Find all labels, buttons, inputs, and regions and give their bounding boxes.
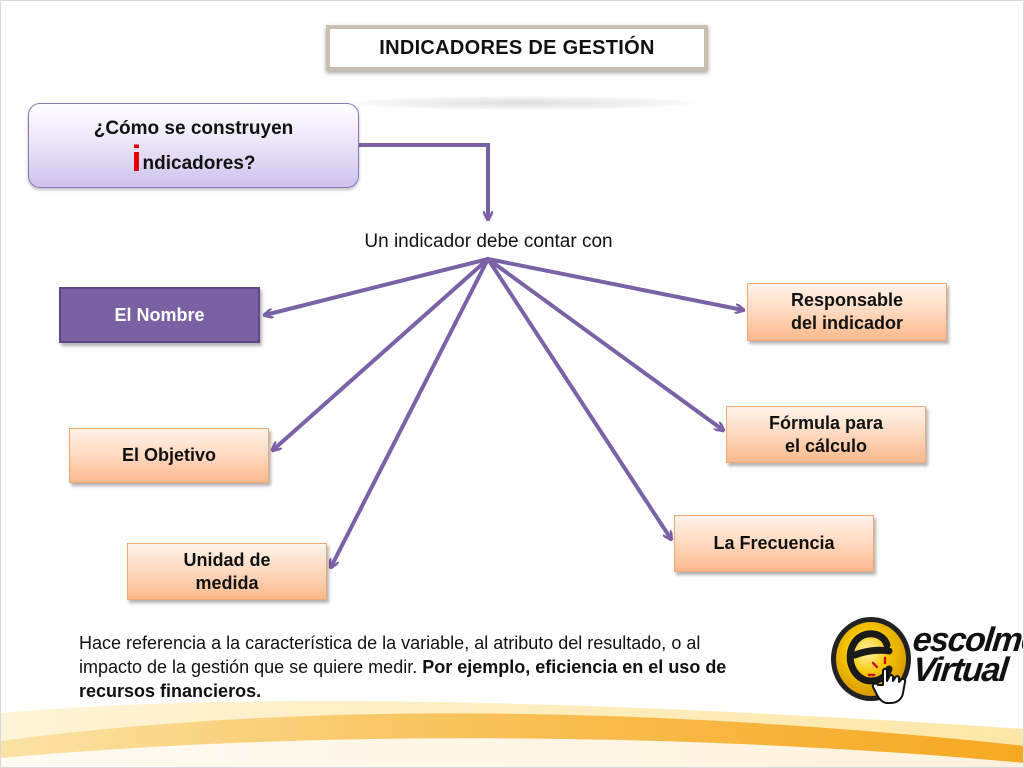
node-unidad-line1: Unidad de: [183, 549, 271, 570]
arrow-to-objetivo: [273, 257, 490, 450]
cursor-hand-icon: [871, 667, 907, 704]
node-responsable-label: Responsable del indicador: [791, 289, 903, 335]
node-responsable-line1: Responsable: [790, 290, 904, 310]
description: Hace referencia a la característica de l…: [79, 631, 739, 703]
title-box: INDICADORES DE GESTIÓN: [326, 25, 708, 71]
arrow-question-to-center: [357, 143, 488, 221]
node-nombre-label: El Nombre: [114, 304, 205, 325]
question-big-letter: i: [131, 138, 142, 179]
arrow-to-responsable: [486, 257, 743, 310]
question-line2: indicadores?: [29, 141, 358, 177]
node-formula-line2: el cálculo: [784, 435, 868, 456]
node-frecuencia: La Frecuencia: [674, 515, 874, 572]
title-shadow: [353, 96, 693, 110]
arrow-to-formula: [486, 257, 723, 430]
node-unidad-line2: medida: [195, 572, 259, 593]
description-bold: Por ejemplo, eficiencia en el uso de rec…: [79, 657, 727, 701]
node-responsable: Responsable del indicador: [747, 283, 947, 341]
arrow-to-nombre: [265, 257, 490, 315]
question-line2-rest: ndicadores?: [142, 153, 256, 174]
click-rays: [867, 656, 887, 677]
center-text: Un indicador debe contar con: [364, 231, 613, 252]
question-line1: ¿Cómo se construyen: [93, 118, 294, 139]
node-objetivo: El Objetivo: [69, 428, 269, 483]
description-normal: Hace referencia a la característica de l…: [79, 633, 701, 677]
arrow-to-unidad: [331, 257, 490, 567]
page-title: INDICADORES DE GESTIÓN: [379, 36, 655, 59]
logo-text-virtual: Virtual: [911, 651, 1010, 689]
node-formula-line1: Fórmula para: [768, 412, 884, 433]
node-frecuencia-label: La Frecuencia: [713, 533, 835, 553]
arrow-to-frecuencia: [486, 257, 671, 539]
question-box: ¿Cómo se construyen indicadores?: [28, 103, 359, 188]
node-responsable-line2: del indicador: [790, 313, 903, 333]
node-nombre: El Nombre: [59, 287, 260, 343]
node-objetivo-label: El Objetivo: [121, 445, 217, 465]
escolme-logo: [831, 617, 911, 704]
